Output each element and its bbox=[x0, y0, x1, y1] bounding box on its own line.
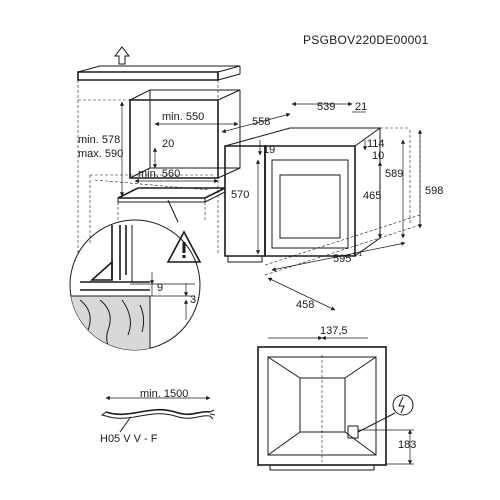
detail-dim-9: 9 bbox=[157, 282, 163, 294]
min-height-label: min. 578 bbox=[78, 134, 120, 146]
svg-text:465: 465 bbox=[363, 190, 381, 202]
oven-width-558: 558 bbox=[221, 112, 291, 134]
min-depth-label: min. 560 bbox=[138, 168, 180, 180]
oven-top-19: 19 bbox=[257, 140, 275, 156]
oven-depth-539: 539 bbox=[291, 101, 353, 113]
svg-text:458: 458 bbox=[296, 299, 314, 311]
cable-length-label: min. 1500 bbox=[140, 388, 188, 400]
svg-text:137,5: 137,5 bbox=[320, 325, 348, 337]
oven-dim-598: 598 bbox=[417, 129, 443, 229]
svg-text:595: 595 bbox=[333, 253, 351, 265]
electrical-connection-icon bbox=[392, 394, 414, 416]
oven-dim-114: 114 bbox=[362, 138, 385, 151]
cabinet-depth-dimension: min. 560 bbox=[134, 168, 219, 184]
min-width-label: min. 550 bbox=[162, 111, 204, 123]
oven-dim-465: 465 bbox=[363, 161, 383, 239]
power-cable-drawing bbox=[100, 395, 216, 433]
cabinet-height-dimension: min. 578 max. 590 bbox=[78, 101, 125, 197]
svg-text:114: 114 bbox=[367, 138, 385, 150]
svg-text:589: 589 bbox=[385, 168, 403, 180]
rear-dim-183: 183 bbox=[358, 429, 416, 465]
svg-text:19: 19 bbox=[263, 144, 275, 156]
cable-type-label: H05 V V - F bbox=[100, 433, 158, 445]
svg-text:539: 539 bbox=[317, 101, 335, 113]
svg-text:10: 10 bbox=[372, 150, 384, 162]
ventilation-arrow-icon bbox=[113, 46, 131, 65]
svg-text:+-1: +-1 bbox=[352, 251, 362, 258]
svg-text:558: 558 bbox=[252, 116, 270, 128]
gap-20-label: 20 bbox=[162, 138, 174, 150]
max-height-label: max. 590 bbox=[78, 148, 123, 160]
rear-view-drawing bbox=[257, 346, 396, 471]
document-code: PSGBOV220DE00001 bbox=[303, 33, 429, 47]
oven-depth-458: 458 bbox=[267, 277, 336, 311]
oven-width-595: 595 +-1 bbox=[271, 241, 406, 272]
oven-dim-10: 10 bbox=[372, 150, 384, 162]
oven-dim-589: 589 bbox=[385, 139, 406, 239]
svg-text:183: 183 bbox=[398, 439, 416, 451]
detail-dim-3: 3 bbox=[190, 294, 196, 306]
oven-door-21: 21 bbox=[352, 101, 367, 113]
oven-drawing bbox=[224, 127, 421, 276]
svg-text:598: 598 bbox=[425, 185, 443, 197]
cabinet-gap-dimension: 20 bbox=[152, 138, 174, 169]
warning-icon bbox=[166, 230, 202, 263]
cabinet-width-dimension: min. 550 bbox=[154, 111, 239, 127]
rear-dim-137-5: 137,5 bbox=[268, 325, 368, 341]
cabinet-niche-drawing bbox=[77, 65, 241, 255]
oven-height-570: 570 bbox=[231, 159, 261, 255]
svg-text:21: 21 bbox=[355, 101, 367, 113]
svg-text:570: 570 bbox=[231, 189, 249, 201]
